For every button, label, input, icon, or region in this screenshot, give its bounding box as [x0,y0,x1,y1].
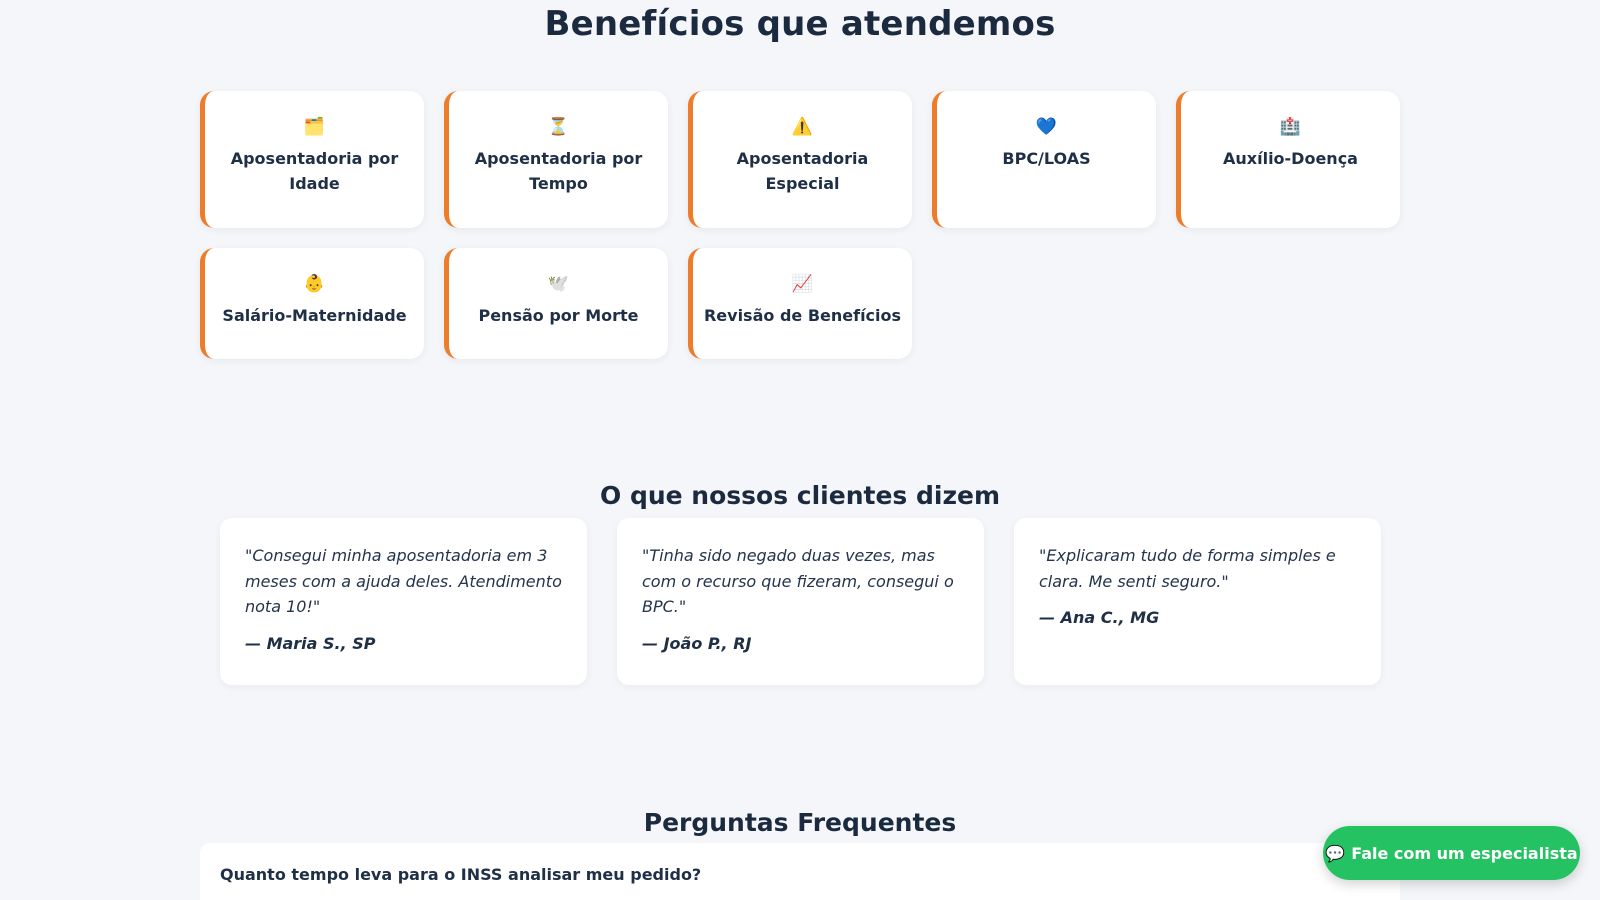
hourglass-icon: ⏳ [547,117,570,137]
benefit-card-label: Aposentadoria por Idade [230,149,399,193]
benefit-card-aposentadoria-tempo[interactable]: ⏳ Aposentadoria por Tempo [444,91,668,228]
baby-icon: 👶 [303,274,326,294]
testimonial-quote: "Explicaram tudo de forma simples e clar… [1039,546,1336,591]
testimonial-author: — Ana C., MG [1039,608,1160,627]
benefit-card-label: Salário-Maternidade [222,306,407,325]
blue-heart-icon: 💙 [1035,117,1058,137]
testimonial-card: "Tinha sido negado duas vezes, mas com o… [617,518,984,685]
hospital-icon: 🏥 [1279,117,1302,137]
testimonial-author: — Maria S., SP [245,633,376,653]
testimonials-list: "Consegui minha aposentadoria em 3 meses… [220,518,1381,685]
faq-section-title: Perguntas Frequentes [643,808,957,837]
testimonial-quote: "Tinha sido negado duas vezes, mas com o… [642,546,954,616]
benefits-grid: 🗂️ Aposentadoria por Idade ⏳ Aposentador… [200,91,1400,359]
benefit-card-label: BPC/LOAS [1002,149,1091,168]
dove-icon: 🕊️ [547,274,570,294]
benefits-section-title: Benefícios que atendemos [544,4,1056,44]
card-index-dividers-icon: 🗂️ [303,117,326,137]
whatsapp-button-label: Fale com um especialista [1351,843,1578,863]
testimonials-section-title: O que nossos clientes dizem [599,481,1001,510]
benefit-card-pensao-morte[interactable]: 🕊️ Pensão por Morte [444,248,668,359]
benefit-card-aposentadoria-idade[interactable]: 🗂️ Aposentadoria por Idade [200,91,424,228]
benefit-card-bpc-loas[interactable]: 💙 BPC/LOAS [932,91,1156,228]
faq-question: Quanto tempo leva para o INSS analisar m… [220,865,702,884]
benefit-card-salario-maternidade[interactable]: 👶 Salário-Maternidade [200,248,424,359]
benefit-card-label: Pensão por Morte [478,306,639,325]
benefit-card-aposentadoria-especial[interactable]: ⚠️ Aposentadoria Especial [688,91,912,228]
testimonial-author: — João P., RJ [642,633,752,653]
testimonial-quote: "Consegui minha aposentadoria em 3 meses… [245,546,562,616]
testimonial-card: "Explicaram tudo de forma simples e clar… [1014,518,1381,685]
benefit-card-auxilio-doenca[interactable]: 🏥 Auxílio-Doença [1176,91,1400,228]
warning-icon: ⚠️ [791,117,814,137]
benefit-card-revisao-beneficios[interactable]: 📈 Revisão de Benefícios [688,248,912,359]
faq-item[interactable]: Quanto tempo leva para o INSS analisar m… [200,843,1400,900]
testimonial-card: "Consegui minha aposentadoria em 3 meses… [220,518,587,685]
benefit-card-label: Aposentadoria Especial [736,149,869,193]
chart-increasing-icon: 📈 [791,274,814,294]
speech-balloon-icon: 💬 [1325,843,1346,863]
benefit-card-label: Auxílio-Doença [1223,149,1358,168]
benefit-card-label: Revisão de Benefícios [703,306,902,325]
benefit-card-label: Aposentadoria por Tempo [474,149,643,193]
whatsapp-contact-button[interactable]: 💬 Fale com um especialista [1323,826,1580,880]
